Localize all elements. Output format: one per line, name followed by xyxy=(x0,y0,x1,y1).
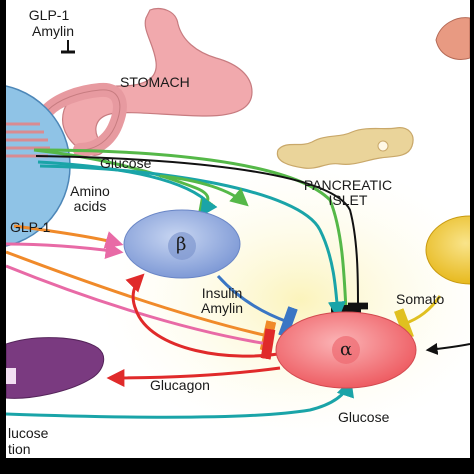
diagram-canvas: GLP-1 Amylin STOMACH Glucose Amino acids… xyxy=(6,0,470,458)
liver-organ xyxy=(6,337,105,399)
label-islet: ISLET xyxy=(328,192,368,208)
label-insulin: Insulin xyxy=(201,285,243,301)
brain-organ xyxy=(435,17,470,60)
beta-nucleus xyxy=(168,232,196,260)
label-somato: Somato xyxy=(396,291,445,307)
arrow-glucose-bottom-teal xyxy=(6,378,354,419)
intestine-villi xyxy=(6,122,50,158)
arrow-glucose-to-alpha-black xyxy=(35,155,369,310)
pancreas-duct xyxy=(377,140,389,152)
arrow-glucose-to-alpha-green xyxy=(33,148,362,316)
arrow-amino-to-alpha-teal xyxy=(39,164,346,320)
label-glucose-bottom: Glucose xyxy=(338,409,390,425)
arrow-amino-teal xyxy=(37,160,218,217)
arrow-black-right xyxy=(425,342,470,355)
label-amino: Amino xyxy=(70,183,110,199)
label-pancreatic: PANCREATIC xyxy=(303,177,393,193)
arrow-alpha-to-beta-red xyxy=(125,273,291,358)
label-glucose-top: Glucose xyxy=(100,155,152,171)
diagram-drawing xyxy=(6,7,470,440)
label-glucagon: Glucagon xyxy=(150,377,210,393)
label-glp1-top: GLP-1 xyxy=(28,7,70,23)
label-acids: acids xyxy=(73,198,107,214)
alpha-symbol: α xyxy=(340,339,353,360)
arrow-glp1-to-alpha-pink xyxy=(6,264,276,360)
label-lucose: lucose xyxy=(8,425,49,441)
arrow-insulin-blue xyxy=(216,274,298,338)
stomach-organ xyxy=(62,7,253,156)
beta-symbol: β xyxy=(176,234,187,255)
delta-cell xyxy=(425,215,470,285)
pancreas-organ xyxy=(276,127,414,169)
arrow-green-to-beta-top xyxy=(159,174,249,207)
arrow-glucagon-red xyxy=(106,366,281,387)
label-stomach: STOMACH xyxy=(120,74,190,90)
label-amylin-top: Amylin xyxy=(31,23,74,39)
alpha-nucleus xyxy=(332,336,360,364)
duodenum-outline xyxy=(47,89,121,151)
arrow-glp1-pink-beta xyxy=(6,241,124,260)
label-tion: tion xyxy=(8,441,31,457)
label-glp1-left: GLP-1 xyxy=(10,219,51,235)
label-amylin-mid: Amylin xyxy=(200,300,243,316)
liver-highlight xyxy=(6,368,16,384)
arrow-somato-yellow xyxy=(394,295,442,340)
